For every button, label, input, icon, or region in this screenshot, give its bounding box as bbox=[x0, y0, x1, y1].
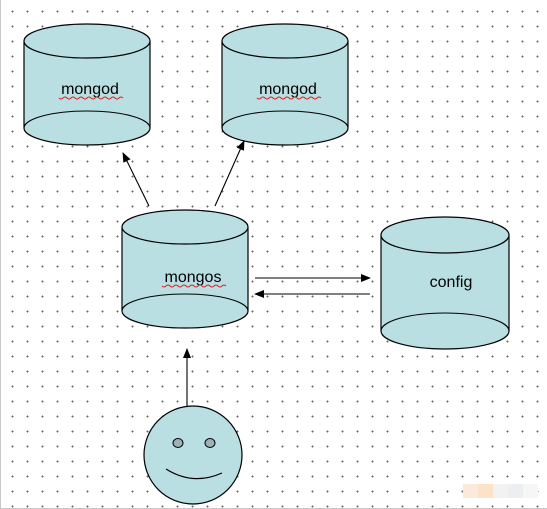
mongod-right-label: mongod bbox=[259, 81, 317, 98]
mongos-label: mongos bbox=[165, 269, 222, 286]
mongod-right-cylinder[interactable]: mongod bbox=[221, 23, 349, 146]
config-cylinder[interactable]: config bbox=[380, 216, 510, 350]
mongod-left-cylinder[interactable]: mongod bbox=[23, 23, 151, 146]
mongos-cylinder[interactable]: mongos bbox=[121, 209, 249, 329]
watermark-blocks bbox=[463, 484, 538, 498]
arrow-mongos-to-mongod-left bbox=[122, 152, 150, 207]
config-label: config bbox=[430, 274, 473, 291]
mongod-left-label: mongod bbox=[61, 81, 119, 98]
arrow-mongos-to-mongod-right bbox=[214, 140, 245, 207]
smiley-face-icon bbox=[143, 405, 243, 505]
